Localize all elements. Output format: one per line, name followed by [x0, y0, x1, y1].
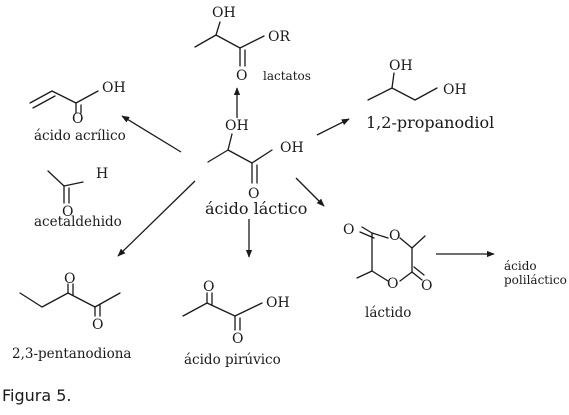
- center-oh-top: OH: [225, 118, 249, 134]
- acetaldehyde-o: O: [62, 204, 73, 220]
- propanediol-label: 1,2-propanodiol: [366, 113, 494, 132]
- lactide-o-2: O: [389, 228, 400, 244]
- arrow-to-pentanedione: [117, 180, 196, 257]
- lactic-acid-structure: OH OH O: [207, 118, 304, 202]
- acetaldehyde-structure: H O: [47, 166, 108, 220]
- propanediol-structure: OH OH: [367, 58, 467, 101]
- lactide-label: láctido: [365, 305, 411, 321]
- polylactic-label-line2: poliláctico: [504, 273, 567, 287]
- polylactic-label-line1: ácido: [504, 259, 537, 273]
- propanediol-oh-1: OH: [389, 58, 413, 74]
- lactate-o: O: [236, 68, 247, 84]
- pyruvic-acid-label: ácido pirúvico: [184, 352, 281, 368]
- lactate-structure: OH OR O: [194, 5, 290, 84]
- pyruvic-oh: OH: [266, 295, 290, 311]
- lactide-o-3: O: [387, 276, 398, 292]
- lactic-acid-label: ácido láctico: [205, 199, 307, 218]
- pentanedione-o-2: O: [92, 317, 103, 333]
- acetaldehyde-label: acetaldehido: [34, 214, 122, 230]
- arrow-to-propanediol: [316, 118, 350, 136]
- arrow-to-acrylic-acid: [121, 115, 182, 153]
- pentanedione-o-1: O: [64, 271, 75, 287]
- pentanedione-structure: O O: [19, 271, 121, 333]
- acrylic-acid-label: ácido acrílico: [34, 128, 126, 144]
- acrylic-acid-structure: OH O: [29, 80, 126, 127]
- lactate-label: lactatos: [263, 69, 311, 83]
- lactide-structure: O O O O: [343, 222, 432, 294]
- center-o-bottom: O: [248, 186, 259, 202]
- lactide-o-1: O: [343, 222, 354, 238]
- pentanedione-label: 2,3-pentanodiona: [12, 346, 131, 362]
- figure-caption: Figura 5.: [2, 386, 72, 405]
- lactate-oh: OH: [212, 5, 236, 21]
- acrylic-o: O: [72, 111, 83, 127]
- pyruvic-acid-structure: O OH O: [182, 279, 290, 347]
- arrow-to-lactide: [295, 177, 325, 207]
- lactide-o-4: O: [421, 278, 432, 294]
- center-oh-right: OH: [280, 140, 304, 156]
- propanediol-oh-2: OH: [443, 82, 467, 98]
- pyruvic-o-2: O: [232, 331, 243, 347]
- acetaldehyde-h: H: [96, 166, 108, 182]
- acrylic-oh: OH: [102, 80, 126, 96]
- pyruvic-o-1: O: [203, 279, 214, 295]
- lactate-or: OR: [268, 29, 290, 45]
